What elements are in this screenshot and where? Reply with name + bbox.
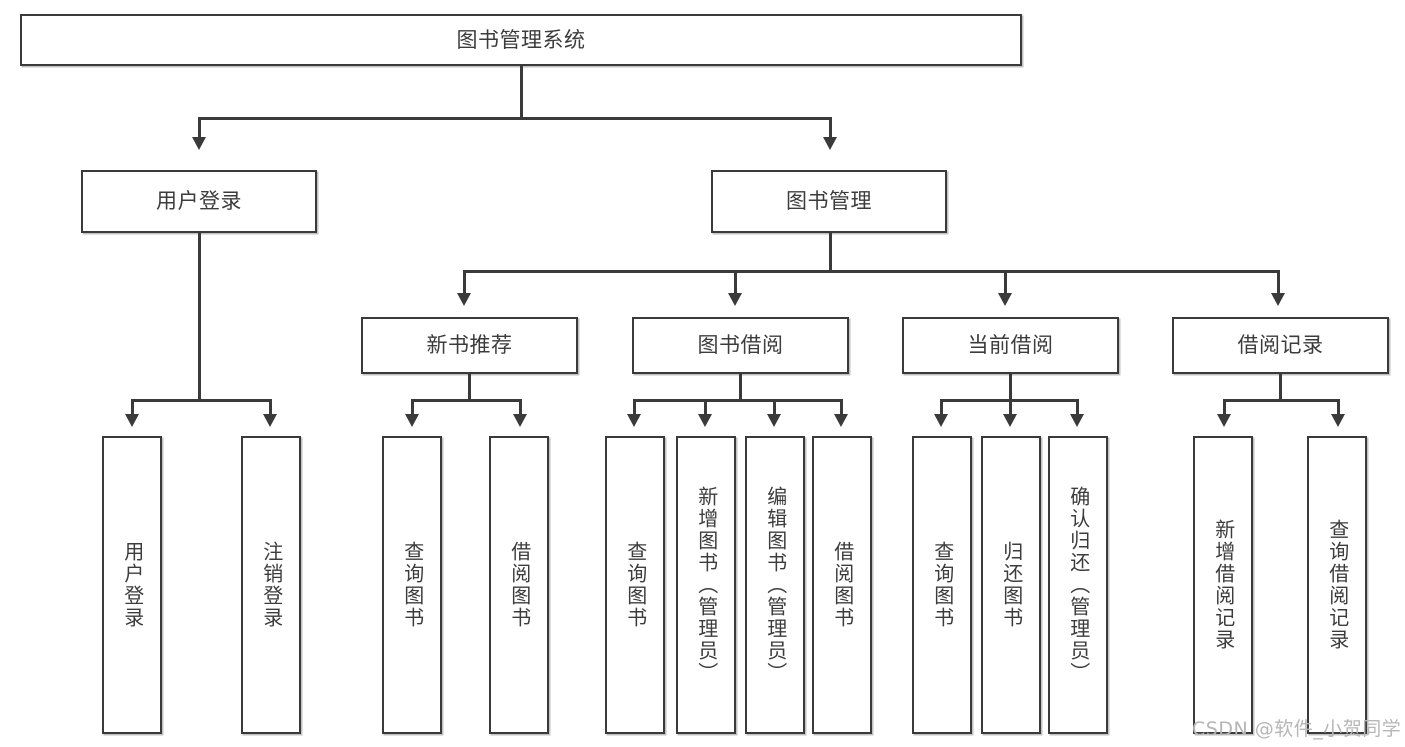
arrowhead-leaf-book-borrow-3 (767, 414, 781, 427)
leaf-node-current-borrow-confirm-return[interactable]: 确认归还（管理员） (1048, 436, 1108, 734)
connector-new-book-drop-1 (411, 399, 414, 416)
connector-current-borrow-drop-2 (1009, 399, 1012, 416)
connector-book-borrow-drop-2 (704, 399, 707, 416)
node-label: 新增借阅记录 (1211, 519, 1236, 651)
node-label: 注销登录 (259, 541, 284, 629)
node-label: 确认归还（管理员） (1066, 486, 1091, 684)
leaf-node-book-borrow-add[interactable]: 新增图书（管理员） (676, 436, 736, 734)
node-label: 查询图书 (623, 541, 648, 629)
connector-new-book-drop-2 (519, 399, 522, 416)
connector-book-manage-drop-3 (1004, 270, 1007, 295)
leaf-node-new-book-borrow[interactable]: 借阅图书 (489, 436, 549, 734)
node-current-borrow[interactable]: 当前借阅 (902, 317, 1119, 374)
leaf-node-user-login-login[interactable]: 用户登录 (102, 436, 162, 734)
arrowhead-current-borrow (998, 293, 1012, 306)
node-label: 图书管理系统 (456, 27, 586, 52)
connector-borrow-record-drop-2 (1337, 399, 1340, 416)
node-book-borrow[interactable]: 图书借阅 (632, 317, 849, 374)
arrowhead-leaf-book-borrow-4 (834, 414, 848, 427)
connector-root-drop-right (829, 117, 832, 139)
node-label: 用户登录 (156, 189, 242, 214)
connector-borrow-record-drop-1 (1223, 399, 1226, 416)
arrowhead-leaf-user-login-2 (263, 414, 277, 427)
arrowhead-new-book-recommend (457, 293, 471, 306)
node-label: 借阅记录 (1237, 333, 1324, 358)
arrowhead-leaf-user-login-1 (125, 414, 139, 427)
connector-borrow-record-bus (1223, 399, 1339, 402)
connector-book-manage-stem (829, 233, 832, 271)
node-label: 图书借阅 (697, 333, 784, 358)
arrowhead-book-manage (823, 137, 837, 150)
arrowhead-leaf-borrow-record-2 (1331, 414, 1345, 427)
connector-root-bus (198, 117, 832, 120)
connector-book-borrow-drop-3 (773, 399, 776, 416)
connector-current-borrow-stem (1009, 374, 1012, 400)
connector-book-manage-drop-1 (463, 270, 466, 295)
node-new-book-recommend[interactable]: 新书推荐 (361, 317, 578, 374)
connector-book-borrow-stem (739, 374, 742, 400)
connector-current-borrow-drop-3 (1076, 399, 1079, 416)
arrowhead-borrow-record (1271, 293, 1285, 306)
arrowhead-leaf-book-borrow-2 (698, 414, 712, 427)
connector-book-manage-bus (463, 270, 1279, 273)
arrowhead-leaf-current-borrow-2 (1003, 414, 1017, 427)
leaf-node-book-borrow-edit[interactable]: 编辑图书（管理员） (745, 436, 805, 734)
connector-user-login-drop-2 (269, 399, 272, 416)
arrowhead-leaf-book-borrow-1 (627, 414, 641, 427)
node-label: 当前借阅 (967, 333, 1054, 358)
node-label: 查询图书 (400, 541, 425, 629)
node-user-login[interactable]: 用户登录 (81, 170, 317, 233)
node-label: 借阅图书 (830, 541, 855, 629)
node-root-system[interactable]: 图书管理系统 (20, 14, 1022, 66)
arrowhead-leaf-borrow-record-1 (1217, 414, 1231, 427)
arrowhead-leaf-current-borrow-3 (1070, 414, 1084, 427)
arrowhead-book-borrow (728, 293, 742, 306)
node-label: 借阅图书 (507, 541, 532, 629)
connector-user-login-bus (131, 399, 269, 402)
leaf-node-borrow-record-add[interactable]: 新增借阅记录 (1193, 436, 1253, 734)
arrowhead-leaf-current-borrow-1 (934, 414, 948, 427)
leaf-node-book-borrow-borrow[interactable]: 借阅图书 (812, 436, 872, 734)
node-book-management[interactable]: 图书管理 (711, 170, 947, 233)
node-label: 编辑图书（管理员） (763, 486, 788, 684)
connector-user-login-stem (198, 233, 201, 400)
node-label: 新书推荐 (426, 333, 513, 358)
arrowhead-leaf-new-book-2 (513, 414, 527, 427)
node-label: 用户登录 (120, 541, 145, 629)
connector-current-borrow-drop-1 (940, 399, 943, 416)
node-label: 图书管理 (786, 189, 872, 214)
leaf-node-user-login-logout[interactable]: 注销登录 (241, 436, 301, 734)
connector-new-book-stem (468, 374, 471, 400)
connector-root-stem (520, 66, 523, 118)
connector-root-drop-left (198, 117, 201, 139)
node-label: 查询借阅记录 (1325, 519, 1350, 651)
leaf-node-borrow-record-query[interactable]: 查询借阅记录 (1307, 436, 1367, 734)
node-label: 查询图书 (930, 541, 955, 629)
arrowhead-leaf-new-book-1 (405, 414, 419, 427)
connector-book-manage-drop-2 (734, 270, 737, 295)
connector-book-borrow-drop-1 (633, 399, 636, 416)
arrowhead-user-login (192, 137, 206, 150)
leaf-node-current-borrow-return[interactable]: 归还图书 (981, 436, 1041, 734)
leaf-node-new-book-query[interactable]: 查询图书 (382, 436, 442, 734)
node-label: 新增图书（管理员） (694, 486, 719, 684)
node-borrow-record[interactable]: 借阅记录 (1172, 317, 1389, 374)
connector-book-borrow-drop-4 (840, 399, 843, 416)
connector-borrow-record-stem (1279, 374, 1282, 400)
connector-book-borrow-bus (633, 399, 842, 402)
connector-book-manage-drop-4 (1277, 270, 1280, 295)
leaf-node-book-borrow-query[interactable]: 查询图书 (605, 436, 665, 734)
connector-new-book-bus (411, 399, 521, 402)
leaf-node-current-borrow-query[interactable]: 查询图书 (912, 436, 972, 734)
connector-user-login-drop-1 (131, 399, 134, 416)
node-label: 归还图书 (999, 541, 1024, 629)
